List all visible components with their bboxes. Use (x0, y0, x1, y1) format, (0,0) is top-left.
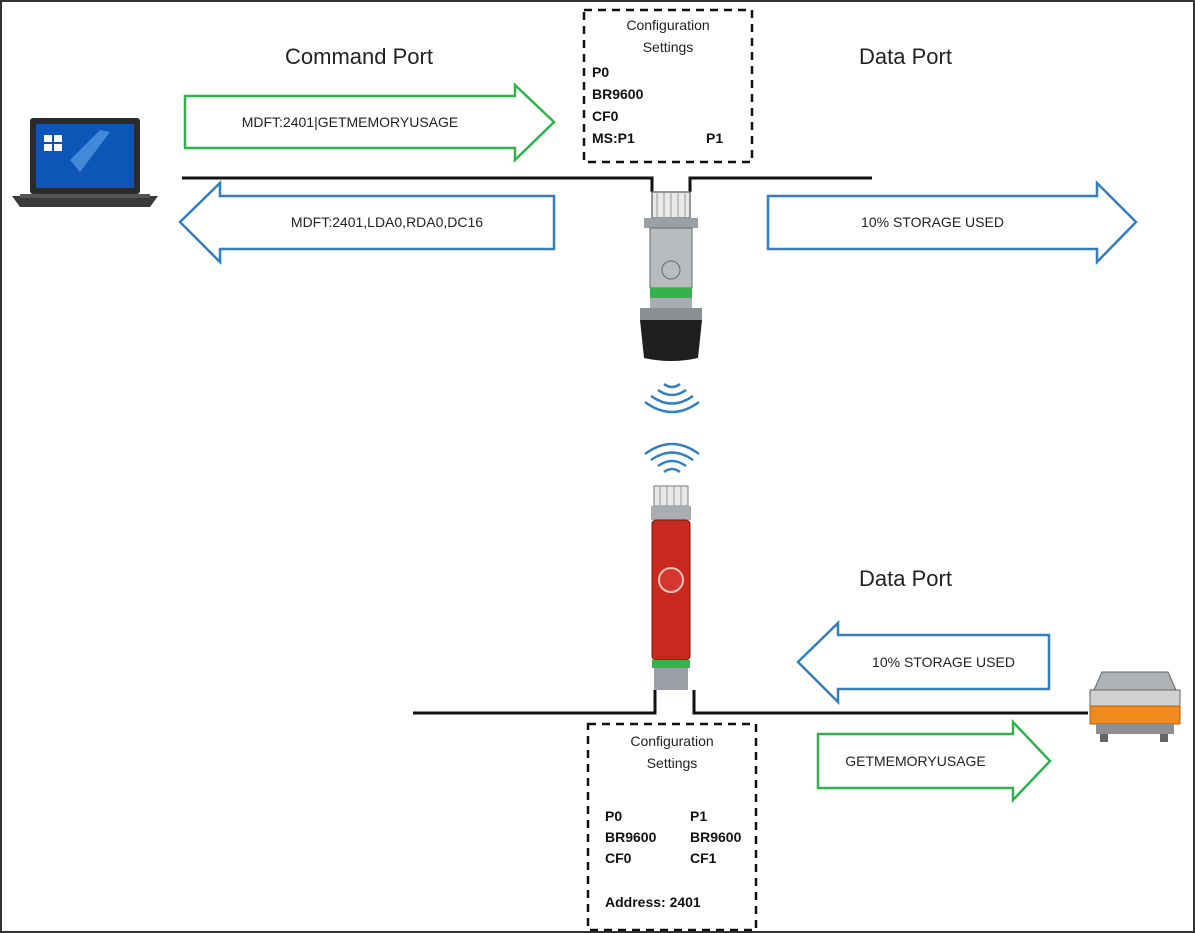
top-config-p1: P1 (706, 130, 724, 146)
bottom-config-col2-p: P1 (690, 808, 708, 824)
bottom-data-out-arrow (816, 718, 1052, 804)
bottom-config-title: Configuration Settings (590, 730, 754, 774)
top-data-arrow (766, 179, 1138, 266)
command-port-label: Command Port (285, 44, 433, 69)
bottom-config-col1-p: P0 (605, 808, 623, 824)
top-config-title-line2: Settings (642, 39, 694, 55)
top-config-title-line1: Configuration (626, 17, 710, 33)
top-config-title: Configuration Settings (586, 14, 750, 58)
bottom-data-out-arrow-label: GETMEMORYUSAGE (845, 753, 986, 769)
bottom-config-col2-cf: CF1 (690, 850, 717, 866)
laptop-icon (12, 118, 158, 207)
reply-arrow (178, 180, 556, 266)
top-config-ms: MS:P1 (592, 130, 635, 146)
bottom-config-col2-br: BR9600 (690, 829, 742, 845)
bottom-bus-line (413, 690, 1088, 715)
top-data-port-label: Data Port (859, 44, 952, 69)
bottom-config-title-line2: Settings (646, 755, 698, 771)
bottom-modem-icon (651, 485, 691, 690)
command-arrow (183, 82, 556, 163)
bottom-config-title-line1: Configuration (630, 733, 714, 749)
wireless-signal-icon (644, 382, 700, 474)
bottom-data-port-label: Data Port (859, 566, 952, 591)
top-config-cf: CF0 (592, 108, 619, 124)
top-config-box (582, 8, 754, 164)
top-bus-line (182, 176, 872, 192)
top-modem-icon (640, 191, 702, 361)
bottom-config-address: Address: 2401 (605, 894, 701, 910)
reply-arrow-label: MDFT:2401,LDA0,RDA0,DC16 (290, 214, 484, 230)
top-data-arrow-label: 10% STORAGE USED (861, 214, 1004, 230)
bottom-config-box (586, 722, 758, 932)
sensor-icon (1089, 671, 1181, 742)
command-arrow-label: MDFT:2401|GETMEMORYUSAGE (241, 114, 459, 130)
bottom-data-in-arrow-label: 10% STORAGE USED (872, 654, 1015, 670)
bottom-config-col1-br: BR9600 (605, 829, 657, 845)
top-config-p: P0 (592, 64, 610, 80)
bottom-config-col1-cf: CF0 (605, 850, 632, 866)
bottom-data-in-arrow (796, 620, 1051, 706)
top-config-br: BR9600 (592, 86, 644, 102)
